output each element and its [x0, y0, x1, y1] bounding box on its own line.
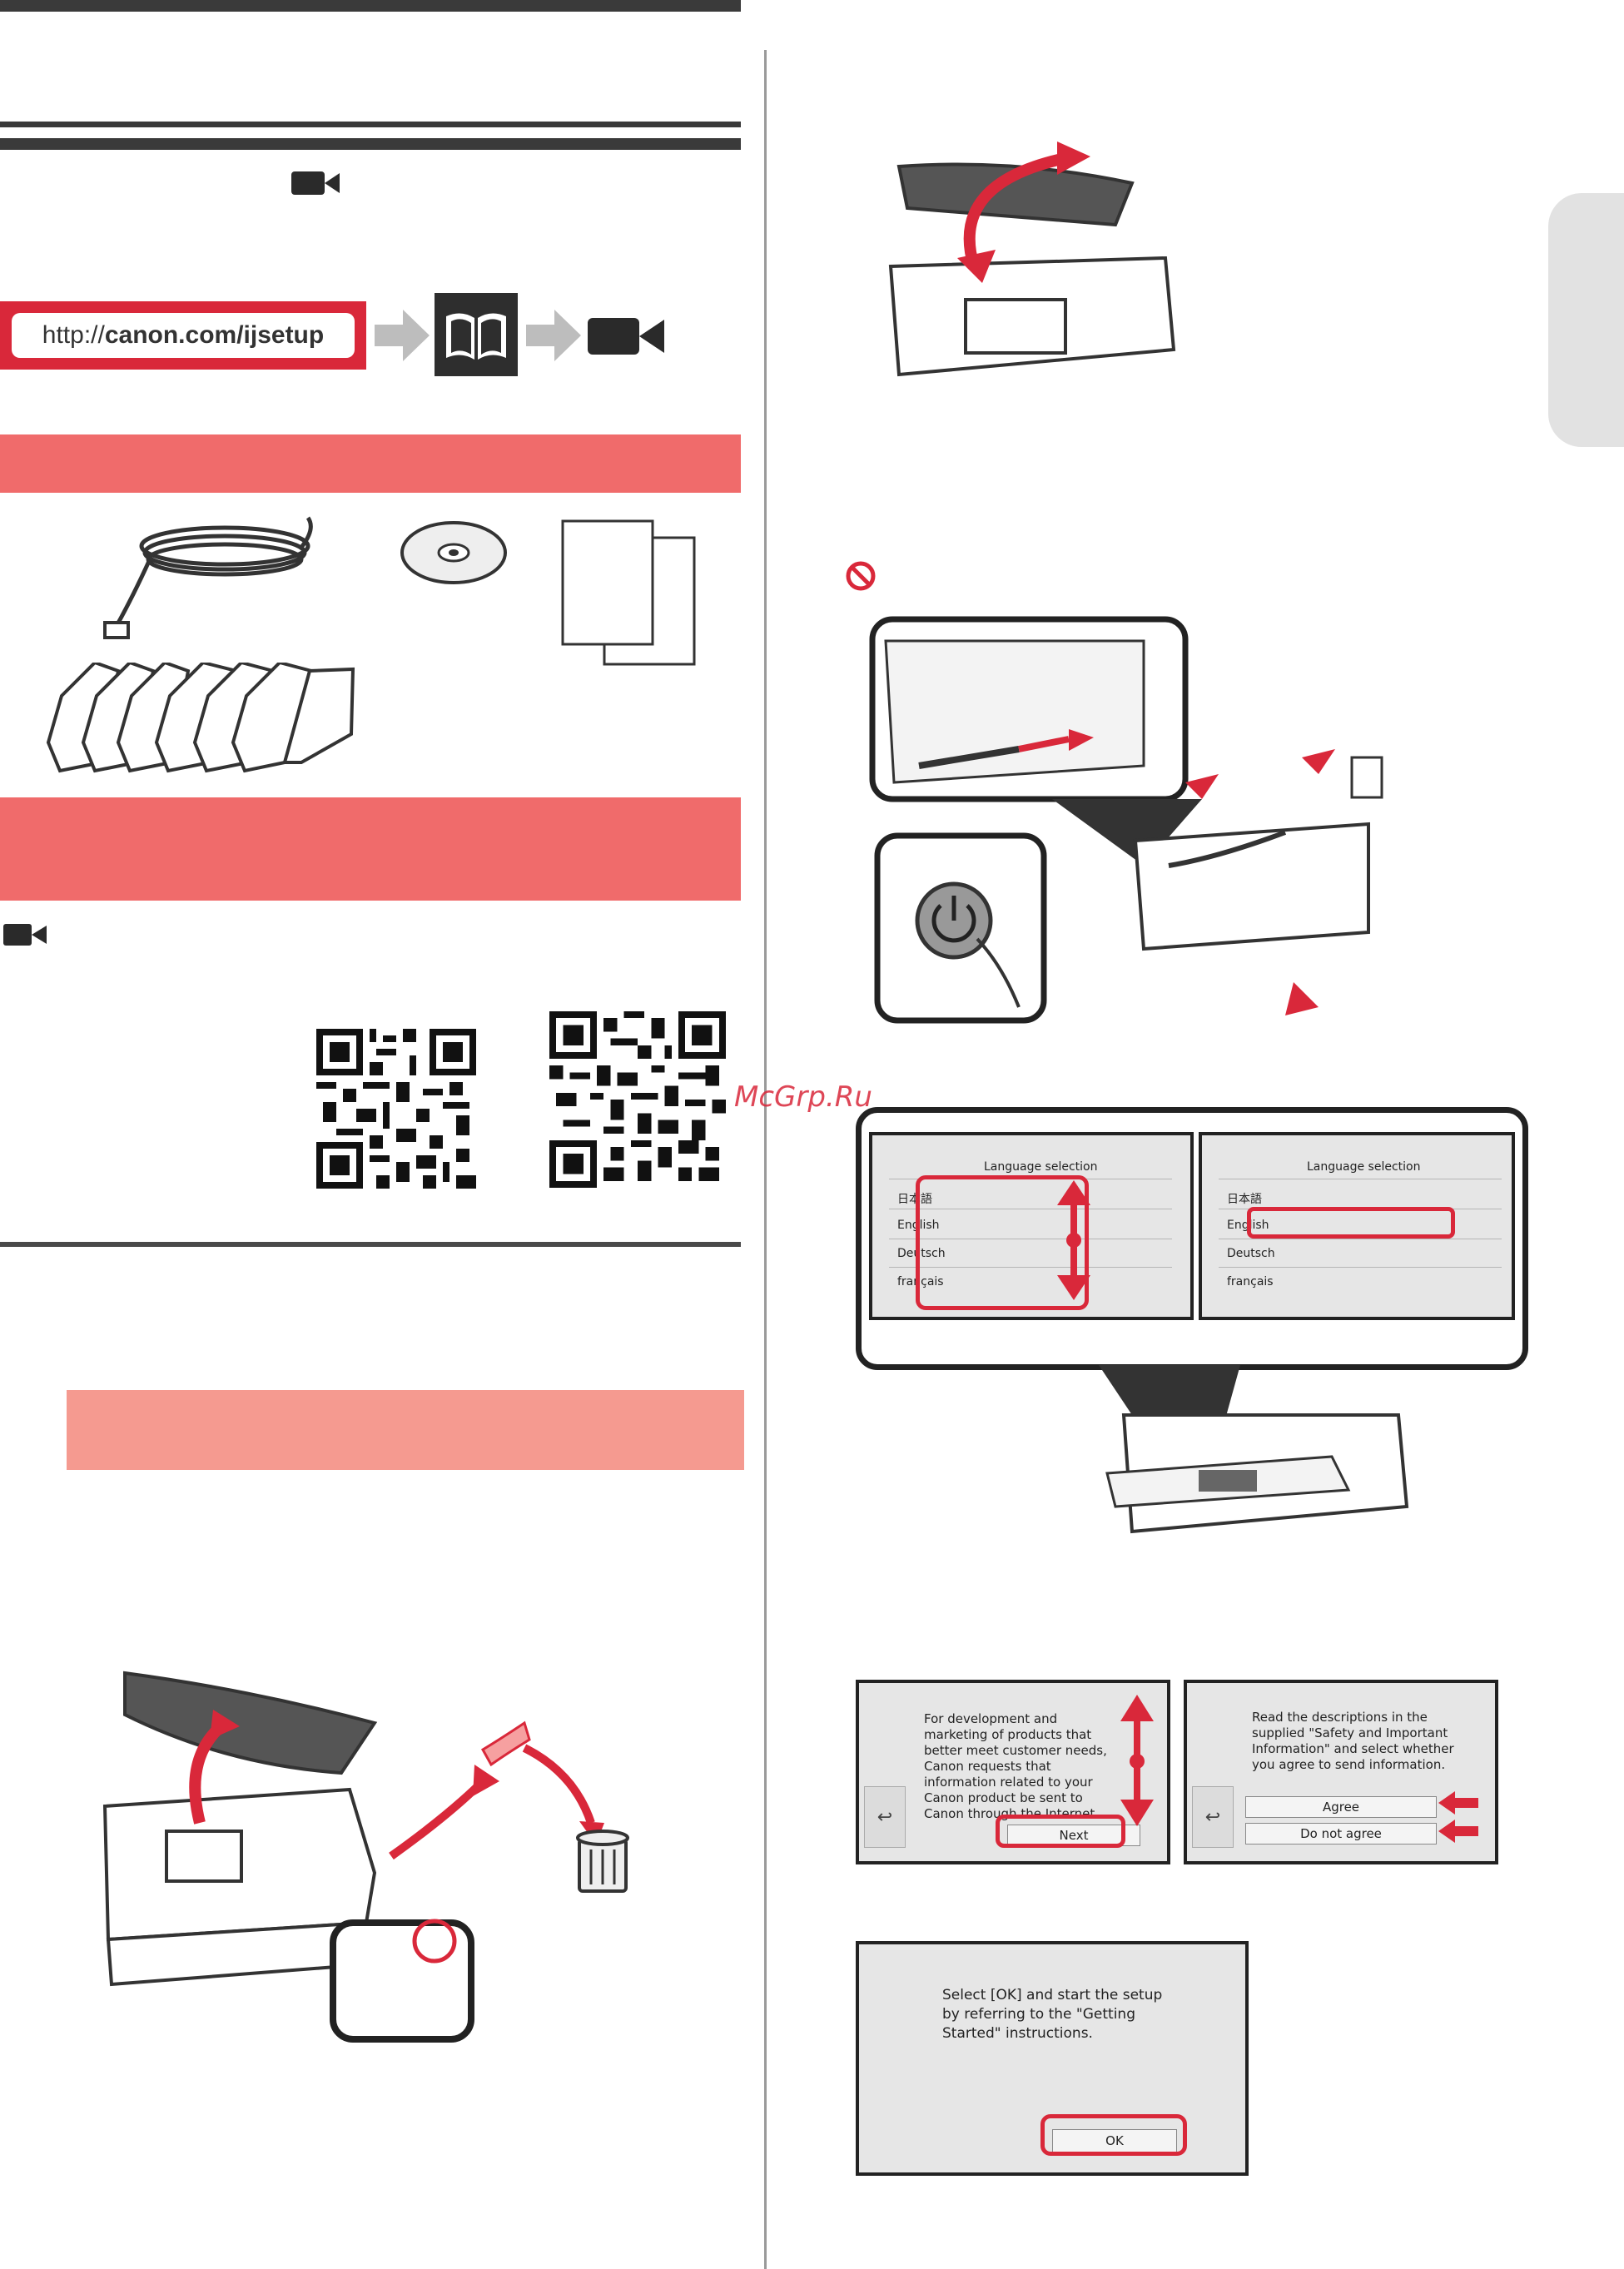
back-button[interactable]: ↩: [1192, 1786, 1234, 1848]
ink-tanks-illustration: [46, 663, 355, 773]
language-screen-title: Language selection: [1307, 1160, 1421, 1174]
power-connection-illustration: [869, 616, 1383, 1024]
ok-highlight: [1040, 2114, 1187, 2156]
printer-touchscreen-illustration: [1099, 1365, 1409, 1534]
setup-url[interactable]: http://canon.com/ijsetup: [12, 313, 355, 358]
english-highlight: [1247, 1207, 1455, 1239]
printer-open-scanner-illustration: [888, 142, 1176, 377]
column-divider: [764, 50, 767, 2269]
info-sharing-screen: ↩ For development and marketing of produ…: [856, 1680, 1170, 1864]
do-not-agree-button[interactable]: Do not agree: [1245, 1823, 1437, 1844]
language-item-french[interactable]: français: [897, 1275, 944, 1288]
printer-remove-tape-illustration: [102, 1671, 629, 2043]
agreement-text: Read the descriptions in the supplied "S…: [1252, 1710, 1454, 1772]
info-sharing-text: For development and marketing of product…: [924, 1711, 1107, 1821]
arrow-left-icon: [1438, 1791, 1478, 1815]
header-rule-2: [0, 138, 741, 150]
no-symbol-icon: [846, 561, 876, 591]
video-camera-icon: [291, 171, 340, 195]
setup-start-text: Select [OK] and start the setup by refer…: [942, 1987, 1163, 2042]
agree-button[interactable]: Agree: [1245, 1796, 1437, 1818]
back-button[interactable]: ↩: [864, 1786, 906, 1848]
language-item-french[interactable]: français: [1227, 1275, 1274, 1288]
qr-code-android: [549, 1011, 726, 1188]
divider: [889, 1267, 1172, 1268]
power-button-icon: [915, 881, 993, 960]
section-bar-setup: [0, 797, 741, 901]
language-item-japanese[interactable]: 日本語: [1227, 1193, 1262, 1206]
watermark-text: McGrp.Ru: [734, 1080, 872, 1114]
language-item-german[interactable]: Deutsch: [1227, 1247, 1275, 1260]
arrow-right-icon: [375, 310, 430, 361]
arrow-right-icon: [526, 310, 581, 361]
language-item-german[interactable]: Deutsch: [897, 1247, 946, 1260]
top-rule: [0, 0, 741, 12]
trash-bin-icon: [576, 1830, 629, 1893]
arrow-left-icon: [1438, 1820, 1478, 1843]
url-domain: canon.com/ijsetup: [104, 321, 325, 349]
back-icon: ↩: [1204, 1806, 1221, 1828]
divider: [1219, 1267, 1502, 1268]
cd-rom-illustration: [400, 521, 507, 584]
scroll-arrows-icon: [1057, 1180, 1090, 1300]
language-side-tab: [1548, 193, 1624, 447]
language-screen-select: Language selection 日本語 English Deutsch f…: [1199, 1132, 1515, 1320]
language-screen-title: Language selection: [984, 1160, 1098, 1174]
video-camera-icon: [3, 924, 47, 946]
next-highlight: [996, 1815, 1125, 1848]
scroll-arrows-icon: [1120, 1695, 1154, 1826]
setup-start-screen: Select [OK] and start the setup by refer…: [856, 1941, 1249, 2176]
manual-book-icon: [435, 293, 518, 376]
header-rule-1: [0, 122, 741, 127]
url-prefix: http://: [42, 321, 105, 349]
scroll-highlight: [916, 1175, 1089, 1310]
section-rule: [0, 1242, 741, 1247]
section-bar-contents: [0, 434, 741, 493]
language-item-japanese[interactable]: 日本語: [897, 1193, 932, 1206]
video-camera-icon: [588, 318, 664, 355]
documents-illustration: [561, 519, 696, 666]
language-screen-scroll: Language selection 日本語 English Deutsch f…: [869, 1132, 1194, 1320]
qr-code-ios: [316, 1029, 476, 1189]
back-icon: ↩: [877, 1806, 893, 1828]
power-cord-illustration: [103, 516, 313, 639]
section-bar-remove-tape: [67, 1390, 744, 1470]
setup-url-box[interactable]: http://canon.com/ijsetup: [0, 301, 366, 370]
